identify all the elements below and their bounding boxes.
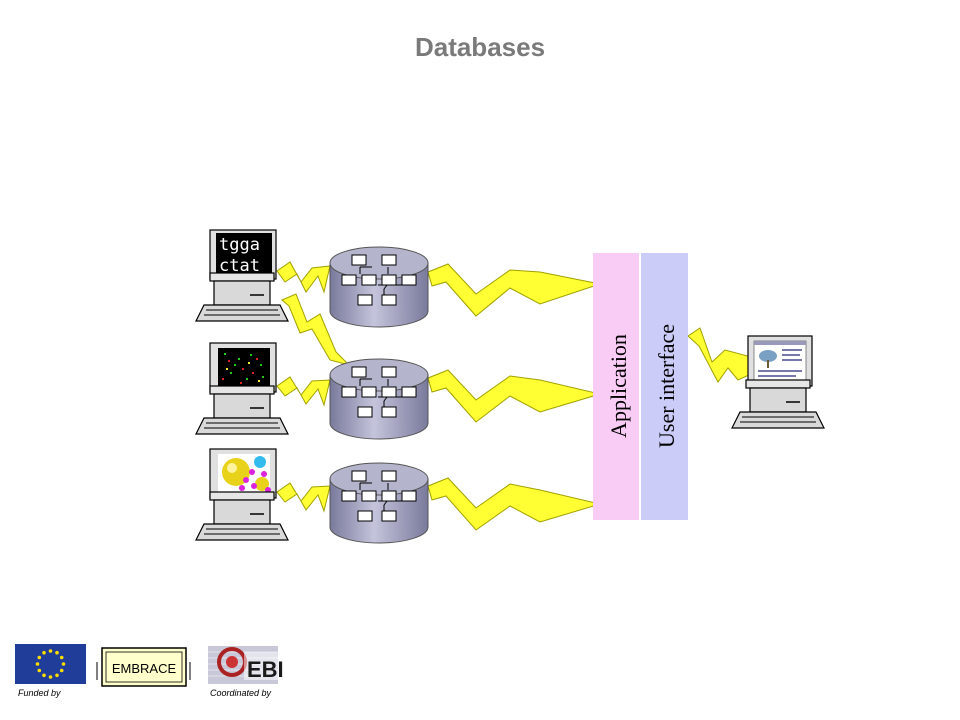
user-interface-bar xyxy=(641,253,688,520)
eu-flag-icon xyxy=(15,644,86,684)
ebi-logo: EBI xyxy=(208,646,284,684)
application-label: Application xyxy=(606,334,631,438)
database-icon xyxy=(329,462,429,544)
computer-icon xyxy=(731,335,825,429)
lightning-bolt-icon xyxy=(276,376,331,407)
ebi-text: EBI xyxy=(247,657,284,682)
user-interface-label: User interface xyxy=(654,324,679,448)
lightning-bolt-icon xyxy=(427,369,602,423)
page-title: Databases xyxy=(414,32,546,62)
embrace-logo: EMBRACE xyxy=(101,647,187,687)
application-bar xyxy=(593,253,639,520)
computer-icon xyxy=(195,448,289,541)
lightning-bolt-icon xyxy=(276,482,331,513)
lightning-bolt-icon xyxy=(427,263,602,317)
computer-icon: tgga ctat xyxy=(195,229,289,322)
sequence-line-2: ctat xyxy=(219,256,260,276)
coordinated-by-label: Coordinated by xyxy=(210,688,272,698)
embrace-text: EMBRACE xyxy=(112,661,177,676)
database-icon xyxy=(329,246,429,328)
database-icon xyxy=(329,358,429,440)
sequence-line-1: tgga xyxy=(219,235,260,255)
lightning-bolt-icon xyxy=(427,477,602,531)
computer-icon xyxy=(195,342,289,435)
funded-by-label: Funded by xyxy=(18,688,61,698)
lightning-bolt-icon xyxy=(276,261,331,294)
